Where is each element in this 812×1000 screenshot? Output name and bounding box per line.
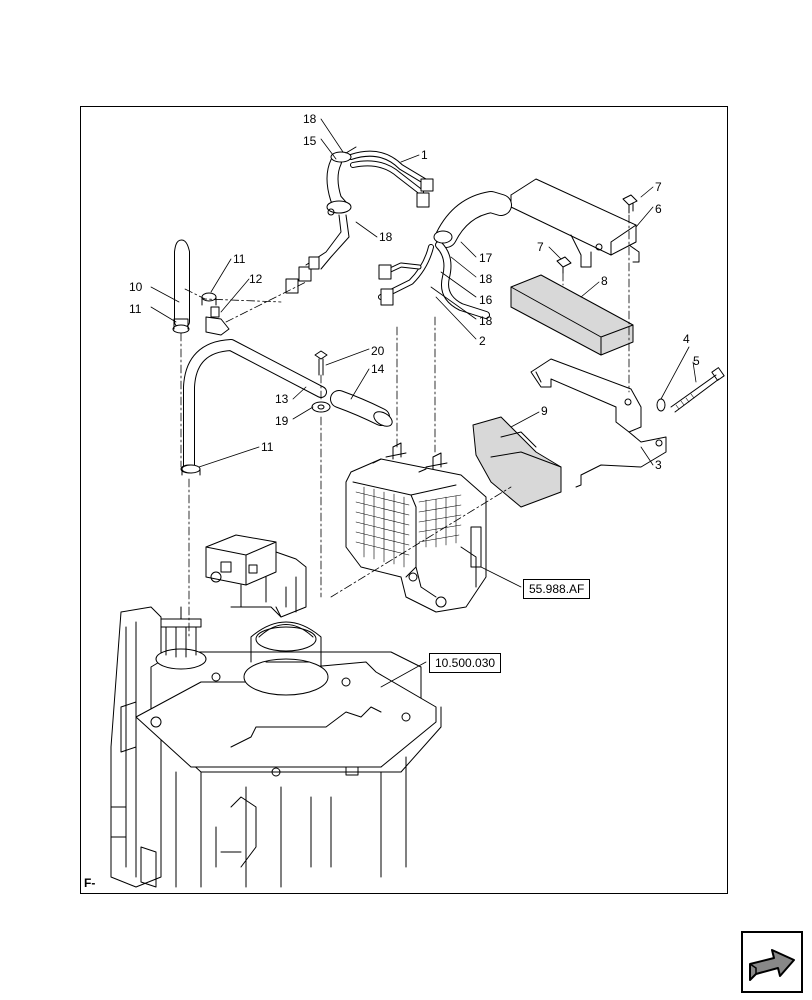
- washer-4: [656, 398, 666, 412]
- callout-13: 13: [275, 392, 289, 406]
- callout-11: 11: [129, 302, 142, 316]
- drawing-frame: 18 15 1 18 7 6 7 17 18 16 18 2 8 11 12 1…: [80, 106, 728, 894]
- callout-18: 18: [379, 230, 393, 244]
- callout-6: 6: [655, 202, 662, 216]
- callout-7: 7: [537, 240, 544, 254]
- hose-13: [180, 339, 327, 474]
- callout-20: 20: [371, 344, 385, 358]
- callout-15: 15: [303, 134, 317, 148]
- callout-14: 14: [371, 362, 385, 376]
- callout-5: 5: [693, 354, 700, 368]
- callout-10: 10: [129, 280, 143, 294]
- callout-18: 18: [479, 314, 493, 328]
- reference-box-55-988-af[interactable]: 55.988.AF: [523, 579, 591, 599]
- insulation-pad-9: [472, 416, 562, 508]
- next-page-arrow-icon[interactable]: [740, 930, 804, 994]
- callout-18: 18: [303, 112, 317, 126]
- callout-11: 11: [261, 440, 274, 454]
- bolt-7-lower: [556, 256, 572, 274]
- control-block: [205, 534, 307, 618]
- callout-18: 18: [479, 272, 493, 286]
- bolt-20: [314, 350, 328, 376]
- bolt-7-upper: [622, 194, 638, 214]
- fitting-12: [205, 306, 230, 336]
- callout-19: 19: [275, 414, 289, 428]
- hose-assembly-2: [378, 191, 512, 319]
- callout-2: 2: [479, 334, 486, 348]
- insulation-pad-8: [510, 274, 634, 356]
- callout-1: 1: [421, 148, 428, 162]
- bolt-5: [670, 367, 725, 413]
- hydraulic-valve-block: [345, 442, 487, 613]
- callout-8: 8: [601, 274, 608, 288]
- mounting-bracket-3: [530, 358, 667, 488]
- clamp-11-lower: [181, 464, 201, 476]
- hose-10: [172, 239, 190, 334]
- reference-box-10-500-030[interactable]: 10.500.030: [429, 653, 502, 673]
- callout-labels: 18 15 1 18 7 6 7 17 18 16 18 2 8 11 12 1…: [129, 112, 700, 472]
- cover-plate: [510, 178, 640, 268]
- clamp-11-upper: [201, 292, 217, 306]
- callout-11: 11: [233, 252, 246, 266]
- hose-assembly-1: [285, 146, 434, 294]
- callout-4: 4: [683, 332, 690, 346]
- washer-19: [311, 401, 331, 413]
- callout-9: 9: [541, 404, 548, 418]
- valve-bank: [155, 606, 207, 670]
- hose-14: [330, 390, 393, 427]
- sheet-label: F-: [84, 876, 96, 890]
- callout-17: 17: [479, 251, 493, 265]
- callout-12: 12: [249, 272, 263, 286]
- callout-16: 16: [479, 293, 493, 307]
- leader-lines: [150, 118, 697, 688]
- callout-7: 7: [655, 180, 662, 194]
- callout-3: 3: [655, 458, 662, 472]
- reservoir-cap: [243, 621, 329, 696]
- exploded-parts-diagram: 18 15 1 18 7 6 7 17 18 16 18 2 8 11 12 1…: [110, 112, 725, 888]
- alignment-lines: [180, 214, 630, 638]
